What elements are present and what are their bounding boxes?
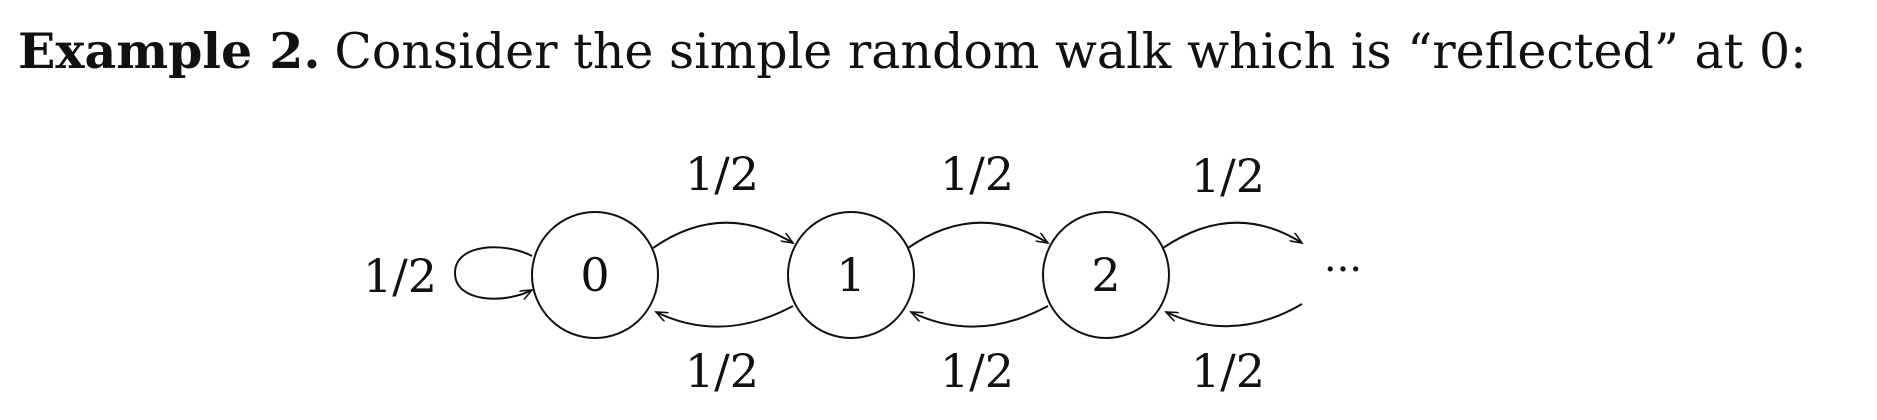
state-node-2: 2 [1042,211,1170,339]
example-heading: Example 2.Consider the simple random wal… [18,22,1807,82]
state-node-1: 1 [787,211,915,339]
forward-arrow-2-next [1162,221,1302,249]
self-loop-label: 1/2 [363,249,437,303]
state-node-0: 0 [531,211,659,339]
backward-arrow-1-0 [656,305,794,328]
continuation-ellipsis: ··· [1324,247,1362,293]
state-label-1: 1 [836,248,865,302]
backward-label-1-0: 1/2 [685,344,759,398]
state-label-2: 2 [1091,248,1120,302]
forward-label-2-next: 1/2 [1191,149,1265,203]
example-text: Consider the simple random walk which is… [334,23,1807,80]
self-loop-arrow [453,246,532,298]
forward-arrow-1-2 [907,221,1048,249]
forward-label-0-1: 1/2 [685,147,759,201]
backward-label-2-1: 1/2 [940,344,1014,398]
state-label-0: 0 [580,248,609,302]
backward-arrow-2-1 [911,305,1049,328]
forward-arrow-0-1 [652,221,793,249]
forward-label-1-2: 1/2 [940,147,1014,201]
example-label: Example 2. [18,22,321,80]
backward-label-next-2: 1/2 [1191,344,1265,398]
backward-arrow-next-2 [1166,303,1303,328]
